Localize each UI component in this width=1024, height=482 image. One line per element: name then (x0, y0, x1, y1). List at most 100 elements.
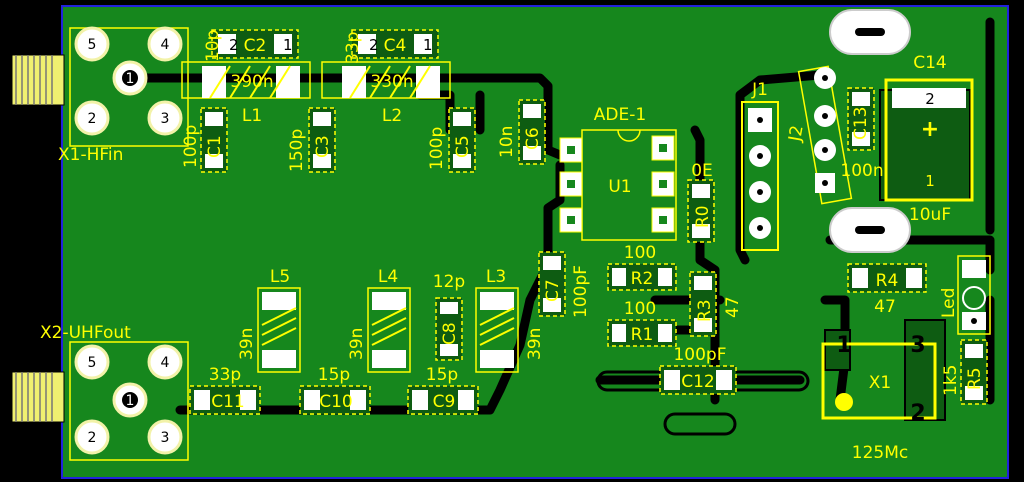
capacitor-c11: C11 33p (189, 365, 261, 415)
l5-value: 39n (237, 328, 257, 360)
capacitor-c6: C6 10n (497, 99, 546, 165)
c14-value: 10uF (909, 205, 951, 225)
resistor-r2: R2 100 (607, 243, 677, 291)
c14-pin2: 2 (925, 90, 935, 108)
c10-ref: C10 (319, 392, 353, 412)
resistor-r3: R3 47 (689, 271, 743, 337)
j1-ref: J1 (751, 80, 768, 100)
r3-ref: R3 (695, 299, 715, 322)
r4-ref: R4 (876, 271, 899, 291)
r2-value: 100 (624, 243, 656, 263)
inductor-l5: L5 39n (237, 267, 301, 373)
r5-ref: R5 (965, 367, 985, 390)
resistor-r0: R0 0E (687, 161, 715, 243)
c2-ref: C2 (244, 36, 267, 56)
capacitor-c13: C13 100n (840, 87, 884, 181)
r1-value: 100 (624, 299, 656, 319)
mounting-slots (596, 9, 911, 436)
connector-x2: 5 4 1 2 3 X2-UHFout (11, 323, 189, 461)
resistor-r4: R4 47 (847, 263, 927, 317)
c11-ref: C11 (211, 392, 245, 412)
sma-x1-body (11, 54, 65, 106)
l4-value: 39n (347, 328, 367, 360)
r0-ref: R0 (693, 205, 713, 228)
l5-ref: L5 (270, 267, 290, 287)
l1-value: 390n (230, 72, 273, 92)
c9-value: 15p (426, 365, 458, 385)
x1-pin-label-1: 1 (836, 333, 851, 358)
c2-value: 10p (203, 30, 223, 62)
inductor-l1: 390n L1 (181, 61, 311, 126)
c2-pad-num-1: 1 (283, 36, 293, 54)
x2-pad-3 (147, 419, 183, 455)
c3-ref: C3 (313, 135, 333, 158)
l2-value: 330n (370, 72, 413, 92)
c2-pad-num-2: 2 (229, 36, 239, 54)
capacitor-c8: C8 12p (433, 272, 465, 361)
l3-value: 39n (525, 328, 545, 360)
x1-pin-3: 3 (161, 111, 170, 127)
c8-ref: C8 (440, 322, 460, 345)
sma-x2-body (11, 371, 65, 423)
x2-pad-2 (74, 419, 110, 455)
resistor-r1: R1 100 (607, 299, 677, 347)
x2-pin-1: 1 (126, 393, 135, 409)
inductor-l3: L3 39n (475, 267, 545, 373)
connector-x1: 5 4 1 2 3 X1-HFin (11, 26, 189, 165)
x2-label: X2-UHFout (40, 323, 131, 343)
x2-pin-4: 4 (161, 355, 170, 371)
r2-ref: R2 (631, 269, 654, 289)
l2-ref: L2 (382, 106, 402, 126)
capacitor-c1: C1 100p (181, 107, 228, 173)
c12-value: 100pF (673, 345, 726, 365)
mixer-u1: ADE-1 U1 (559, 105, 677, 241)
c4-value: 33p (343, 32, 363, 64)
oscillator-x1: 1 3 2 X1 125Mc (821, 333, 937, 463)
c14-ref: C14 (913, 53, 947, 73)
c1-ref: C1 (205, 135, 225, 158)
capacitor-c14: + 2 1 C14 10uF (884, 53, 974, 225)
r3-value: 47 (723, 296, 743, 318)
x1-pin-5: 5 (88, 37, 97, 53)
c13-value: 100n (840, 161, 883, 181)
c4-pad-num-2: 2 (369, 36, 379, 54)
x1-pad-4 (147, 26, 183, 62)
capacitor-c5: C5 100p (427, 107, 476, 173)
capacitor-c9: C9 15p (407, 365, 479, 415)
c9-ref: C9 (433, 392, 456, 412)
c5-value: 100p (427, 127, 447, 170)
x2-pin-2: 2 (88, 430, 97, 446)
j2-ref: J2 (785, 124, 808, 144)
u1-value: ADE-1 (594, 105, 646, 125)
led-label: Led (939, 288, 959, 318)
c10-value: 15p (318, 365, 350, 385)
c14-pad-plus (892, 88, 966, 108)
resistor-r5: R5 1k5 (941, 339, 988, 405)
l1-ref: L1 (242, 106, 262, 126)
x1-pin1-dot (835, 393, 853, 411)
x1-pin-label-3: 3 (910, 333, 925, 358)
c4-pad-num-1: 1 (423, 36, 433, 54)
x2-pad-4 (147, 344, 183, 380)
x2-outline (69, 341, 189, 461)
c14-pin1: 1 (925, 172, 935, 190)
x2-pin-3: 3 (161, 430, 170, 446)
inductor-l4: L4 39n (347, 267, 411, 373)
inductor-l2: 330n L2 (321, 61, 451, 126)
x1-outline (69, 27, 189, 147)
led-d1: Led (939, 255, 991, 335)
x1-pad-1-hole (122, 70, 138, 86)
x1-label: X1-HFin (58, 145, 123, 165)
x1-pin-label-2: 2 (910, 401, 925, 426)
x2-pin-5: 5 (88, 355, 97, 371)
c6-ref: C6 (523, 127, 543, 150)
x1-osc-ref: X1 (869, 373, 891, 393)
c13-ref: C13 (851, 106, 871, 140)
pad-numbers: 2 1 2 1 (229, 36, 433, 54)
header-j2: J2 (785, 65, 853, 205)
capacitor-c2: C2 10p (203, 29, 299, 62)
x1-pin-4: 4 (161, 37, 170, 53)
x1-pad-2 (74, 100, 110, 136)
x1-pad-3 (147, 100, 183, 136)
